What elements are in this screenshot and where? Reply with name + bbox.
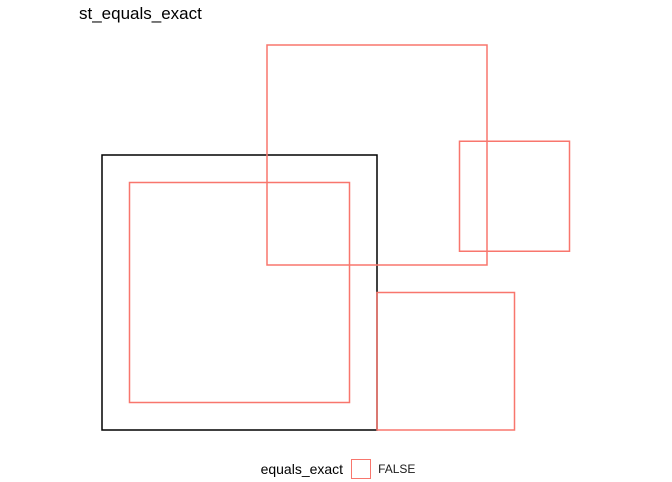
legend-title: equals_exact — [260, 461, 344, 477]
reference-layer — [101, 154, 378, 431]
chart-title: st_equals_exact — [79, 4, 202, 23]
polygon-y1 — [128, 181, 351, 404]
polygon-y2 — [266, 44, 488, 266]
reference-polygon — [101, 154, 378, 431]
legend-key-false — [351, 459, 372, 479]
legend: equals_exact FALSE — [0, 456, 672, 482]
polygon-y3 — [376, 291, 516, 431]
legend-label-false: FALSE — [378, 462, 416, 476]
shapes-layer — [128, 44, 571, 431]
polygon-y4 — [458, 140, 571, 252]
